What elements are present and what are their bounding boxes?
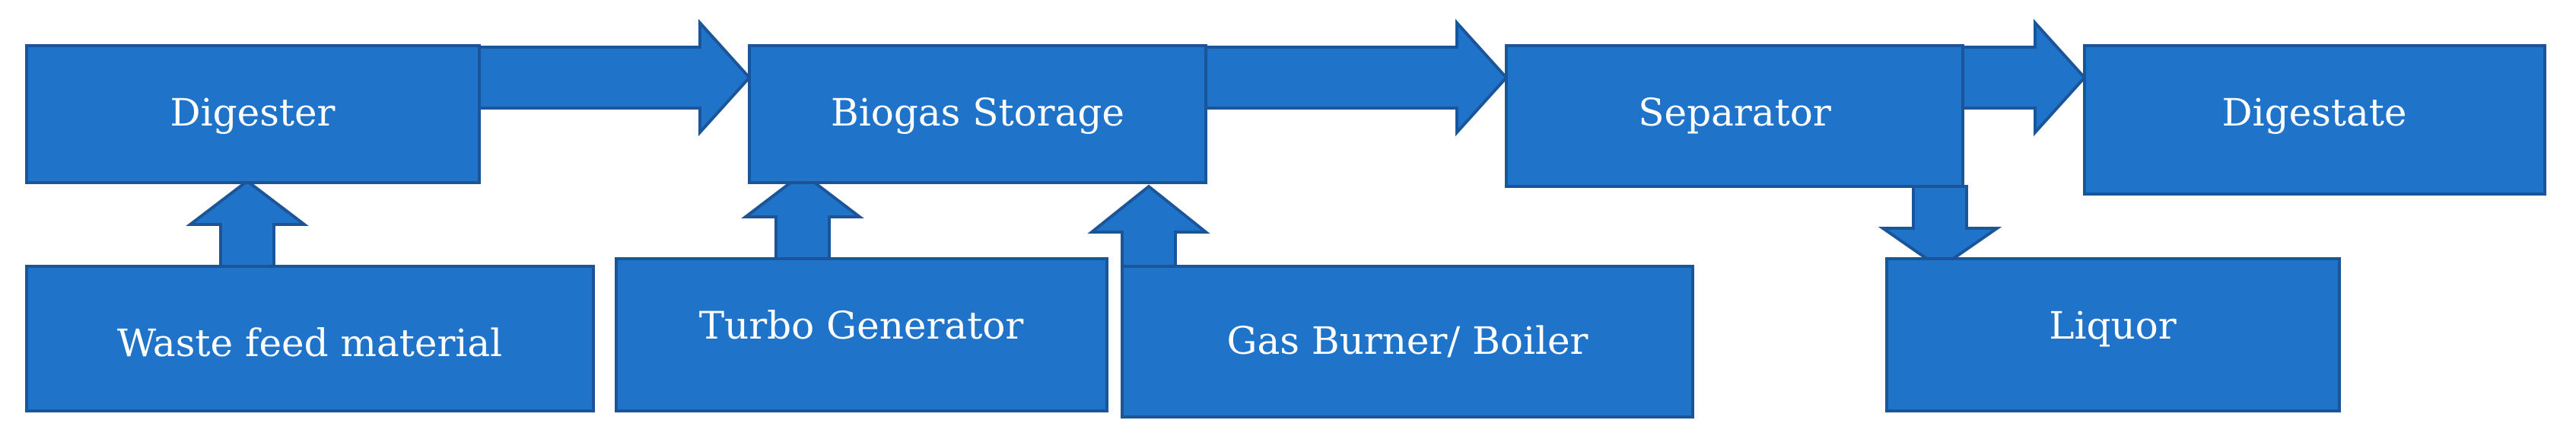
node-liquor: Liquor bbox=[1885, 257, 2341, 412]
node-biogas-storage-label: Biogas Storage bbox=[831, 91, 1124, 135]
node-separator-label: Separator bbox=[1638, 91, 1831, 135]
node-digestate-label: Digestate bbox=[2222, 91, 2407, 135]
arrow-separator-to-liquor bbox=[1878, 185, 2002, 270]
node-liquor-label: Liquor bbox=[2049, 304, 2177, 348]
arrow-gas-burner-to-biogas-storage bbox=[1087, 184, 1210, 268]
node-biogas-storage: Biogas Storage bbox=[748, 44, 1207, 184]
arrow-turbo-generator-to-biogas-storage bbox=[741, 171, 864, 260]
node-separator: Separator bbox=[1505, 44, 1964, 188]
node-waste-feed-material: Waste feed material bbox=[25, 265, 595, 412]
node-gas-burner-boiler-label: Gas Burner/ Boiler bbox=[1227, 319, 1589, 363]
node-gas-burner-boiler: Gas Burner/ Boiler bbox=[1121, 265, 1694, 418]
arrow-waste-feed-to-digester bbox=[186, 179, 309, 268]
node-waste-feed-material-label: Waste feed material bbox=[117, 321, 502, 365]
node-digester-label: Digester bbox=[170, 91, 336, 135]
arrow-biogas-storage-to-separator bbox=[1204, 18, 1509, 137]
node-turbo-generator-label: Turbo Generator bbox=[699, 304, 1024, 348]
node-digester: Digester bbox=[25, 44, 481, 184]
node-turbo-generator: Turbo Generator bbox=[615, 257, 1108, 412]
node-digestate: Digestate bbox=[2083, 44, 2546, 196]
arrow-digester-to-biogas-storage bbox=[478, 18, 752, 137]
arrow-separator-to-digestate bbox=[1961, 18, 2087, 137]
